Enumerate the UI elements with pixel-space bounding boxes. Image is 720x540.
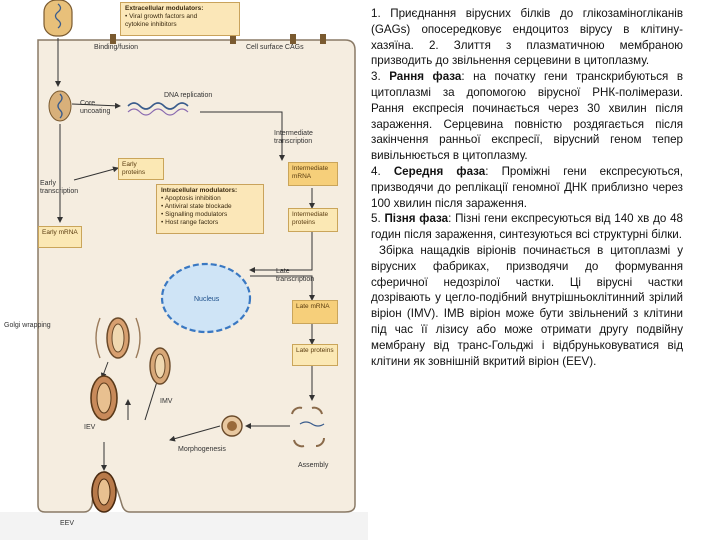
poxvirus-lifecycle-diagram: Extracellular modulators: • Viral growth… (0, 0, 368, 540)
early-transcription-label: Early transcription (40, 180, 79, 195)
paragraph-late-phase: 5. Пізня фаза: Пізні гени експресуються … (371, 211, 683, 243)
early-phase-number: 3. (371, 70, 381, 84)
early-phase-text: : на початку гени транскрибуються в цито… (371, 70, 683, 163)
paragraph-assembly: Збірка нащадків віріонів починається в ц… (371, 243, 683, 368)
assembly-label: Assembly (298, 462, 329, 469)
intracellular-modulators-item: • Apoptosis inhibition (161, 195, 221, 202)
eev-label: EEV (60, 520, 75, 527)
intermediate-phase-text: : Проміжні гени експресуються, призводяч… (371, 164, 683, 210)
extracellular-modulators-box: Extracellular modulators: • Viral growth… (120, 2, 240, 36)
iev-label: IEV (84, 424, 96, 431)
intermediate-phase-number: 4. (371, 164, 381, 178)
extracellular-space (0, 512, 368, 540)
paragraph-entry-fusion: 1. Приєднання вірусних білків до глікоза… (371, 7, 683, 68)
intracellular-modulators-item: • Antiviral state blockade (161, 203, 232, 210)
late-phase-title: Пізня фаза (384, 212, 449, 226)
virion-binding (43, 0, 73, 37)
morphogenesis-label: Morphogenesis (178, 446, 226, 453)
extracellular-modulators-item: cytokine inhibitors (125, 21, 177, 28)
late-proteins-box: Late proteins (292, 344, 338, 366)
imv-virion (149, 347, 171, 385)
intermediate-transcription-label: Intermediate transcription (274, 130, 313, 145)
dna-replication-label: DNA replication (164, 92, 213, 99)
immature-particle (221, 415, 243, 437)
extracellular-modulators-item: • Viral growth factors and (125, 13, 198, 20)
intracellular-modulators-title: Intracellular modulators: (161, 187, 238, 194)
early-proteins-box: Early proteins (118, 158, 164, 180)
late-phase-number: 5. (371, 212, 381, 226)
intermediate-phase-title: Середня фаза (393, 164, 486, 178)
late-transcription-label: Late transcription (276, 268, 315, 283)
golgi-wrapping-virion (95, 317, 141, 359)
cell-surface-cags (110, 34, 326, 44)
imv-label: IMV (160, 398, 173, 405)
wrapping-label: Golgi wrapping (4, 322, 51, 329)
paragraph-early-phase: 3. Рання фаза: на початку гени транскриб… (371, 69, 683, 164)
description-text: 1. Приєднання вірусних білків до глікоза… (371, 6, 683, 369)
extracellular-modulators-title: Extracellular modulators: (125, 5, 204, 12)
iev-virion (90, 375, 118, 421)
paragraph-intermediate-phase: 4. Середня фаза: Проміжні гени експресую… (371, 164, 683, 211)
late-mrna-box: Late mRNA (292, 300, 338, 324)
late-phase-text: : Пізні гени експресуються від 140 хв до… (371, 212, 683, 242)
assembly-crescents (291, 406, 325, 448)
nucleus-label: Nucleus (194, 296, 220, 303)
eev-virion (91, 471, 117, 513)
intermediate-proteins-box: Intermediate proteins (288, 208, 338, 232)
intermediate-mrna-box: Intermediate mRNA (288, 162, 338, 186)
early-phase-title: Рання фаза (389, 70, 462, 84)
early-mrna-box: Early mRNA (38, 226, 82, 248)
intracellular-modulators-box: Intracellular modulators: • Apoptosis in… (156, 184, 264, 234)
nucleus (160, 262, 252, 334)
diagram-graphics (0, 0, 368, 540)
intracellular-modulators-item: • Signalling modulators (161, 211, 228, 218)
intracellular-modulators-item: • Host range factors (161, 219, 219, 226)
cell-surface-cags-label: Cell surface CAGs (246, 44, 304, 51)
core-uncoating-virion (48, 90, 72, 122)
pathway-arrows (55, 38, 315, 471)
dna-genome (127, 102, 189, 116)
binding-fusion-label: Binding/fusion (94, 44, 138, 51)
core-uncoating-label: Core uncoating (80, 100, 111, 115)
